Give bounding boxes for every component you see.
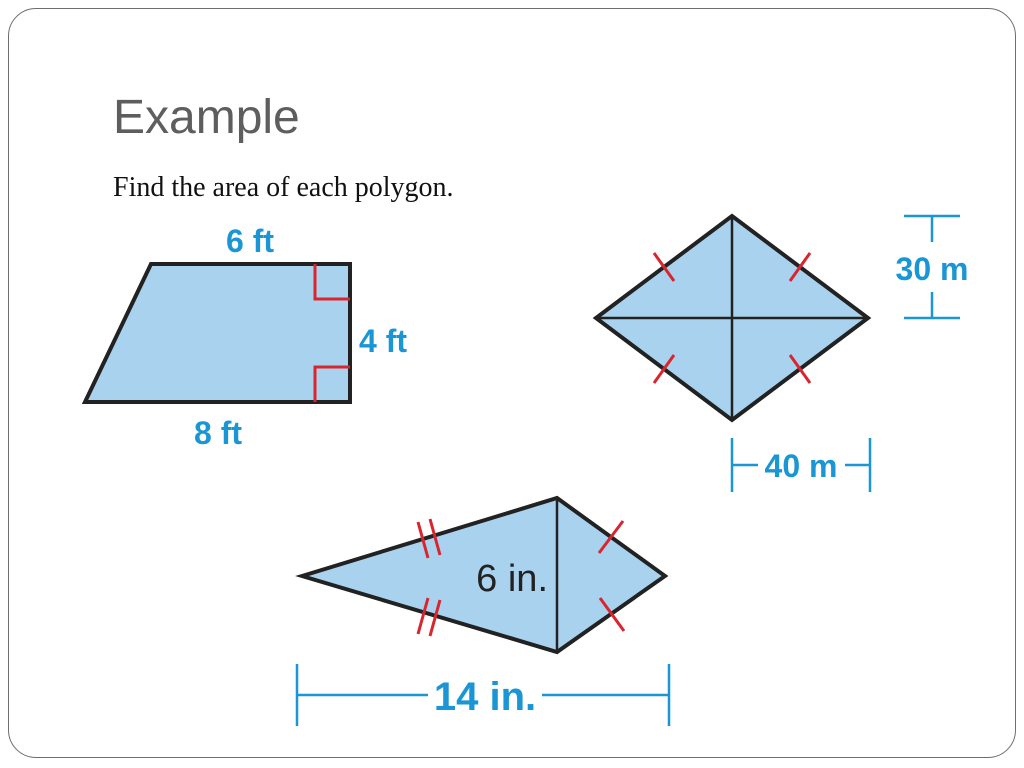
kite-double-tick-mark (416, 521, 430, 559)
kite-diagonal-label: 6 in. (476, 558, 548, 600)
kite-double-tick-mark (428, 599, 442, 637)
instruction-text: Find the area of each polygon. (113, 172, 454, 203)
trapezoid-top-label: 6 ft (226, 223, 274, 259)
kite-length-dimension (295, 664, 671, 726)
kite-double-tick-mark (416, 597, 430, 635)
rhombus-width-label: 40 m (765, 448, 838, 484)
trapezoid-shape (81, 262, 352, 404)
trapezoid-figure: 6 ft 4 ft 8 ft (81, 223, 407, 451)
kite-length-label: 14 in. (434, 675, 536, 719)
slide-title: Example (113, 91, 300, 144)
rhombus-tick-mark (652, 354, 676, 384)
kite-figure: 6 in. 14 in. (295, 495, 671, 726)
trapezoid-side-label: 4 ft (359, 323, 407, 359)
kite-tick-mark (597, 520, 625, 554)
right-angle-mark-bottom (313, 365, 350, 402)
rhombus-width-dimension (730, 438, 872, 492)
right-angle-mark-top (313, 264, 350, 301)
rhombus-height-dimension (904, 214, 960, 320)
rhombus-tick-mark (652, 252, 676, 282)
rhombus-height-label: 30 m (896, 251, 969, 287)
rhombus-figure: 30 m 40 m (592, 213, 969, 492)
trapezoid-bottom-label: 8 ft (194, 415, 242, 451)
kite-tick-mark (598, 597, 626, 632)
rhombus-tick-mark (788, 252, 812, 282)
kite-shape (295, 495, 669, 655)
rhombus-tick-mark (788, 354, 812, 384)
kite-double-tick-mark (428, 518, 442, 556)
